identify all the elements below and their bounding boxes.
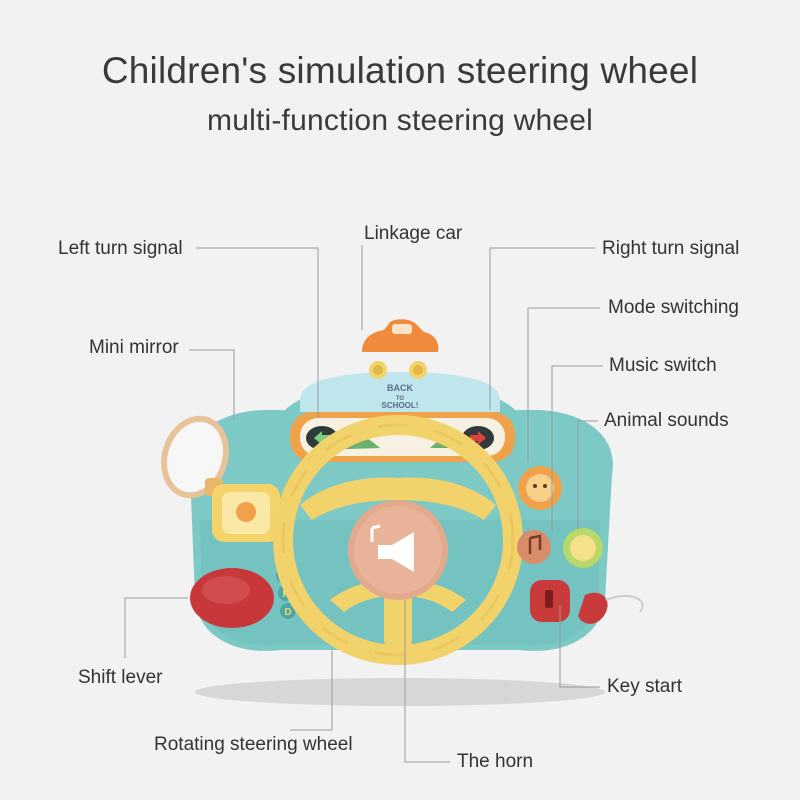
label-left-turn-signal: Left turn signal xyxy=(58,238,183,259)
label-right-turn-signal: Right turn signal xyxy=(602,238,740,259)
banner-text-3: SCHOOL! xyxy=(382,401,419,410)
animal-sounds-button[interactable] xyxy=(563,528,603,568)
music-switch-button[interactable] xyxy=(517,530,551,564)
label-linkage-car: Linkage car xyxy=(364,223,463,244)
horn-button[interactable] xyxy=(348,500,448,600)
label-rotating-steering-wheel: Rotating steering wheel xyxy=(154,734,353,755)
linkage-car[interactable] xyxy=(362,319,439,379)
mini-mirror[interactable] xyxy=(151,407,240,507)
megaphone-icon xyxy=(378,532,414,572)
label-mini-mirror: Mini mirror xyxy=(89,337,179,358)
music-note-icon xyxy=(370,524,381,542)
music-note-icon xyxy=(528,534,542,554)
label-music-switch: Music switch xyxy=(609,355,717,376)
label-the-horn: The horn xyxy=(457,751,534,772)
leader-lines xyxy=(124,245,603,763)
toy-shadow xyxy=(195,678,605,706)
label-key-start: Key start xyxy=(607,676,682,697)
page-title: Children's simulation steering wheel xyxy=(101,50,699,91)
key-icon xyxy=(578,592,608,624)
label-animal-sounds: Animal sounds xyxy=(604,410,729,431)
page-subtitle: multi-function steering wheel xyxy=(207,104,593,137)
banner-text-1: BACK xyxy=(387,383,413,393)
label-mode-switching: Mode switching xyxy=(608,297,739,318)
mode-switching-button[interactable] xyxy=(518,466,562,510)
gear-letter-d: D xyxy=(284,607,291,618)
left-arrow-icon xyxy=(314,431,330,445)
animal-sticker-panel xyxy=(212,484,280,542)
banner-text-2: TO xyxy=(396,396,405,402)
right-arrow-icon xyxy=(470,431,486,445)
shift-lever[interactable] xyxy=(190,568,274,628)
label-shift-lever: Shift lever xyxy=(78,667,163,688)
